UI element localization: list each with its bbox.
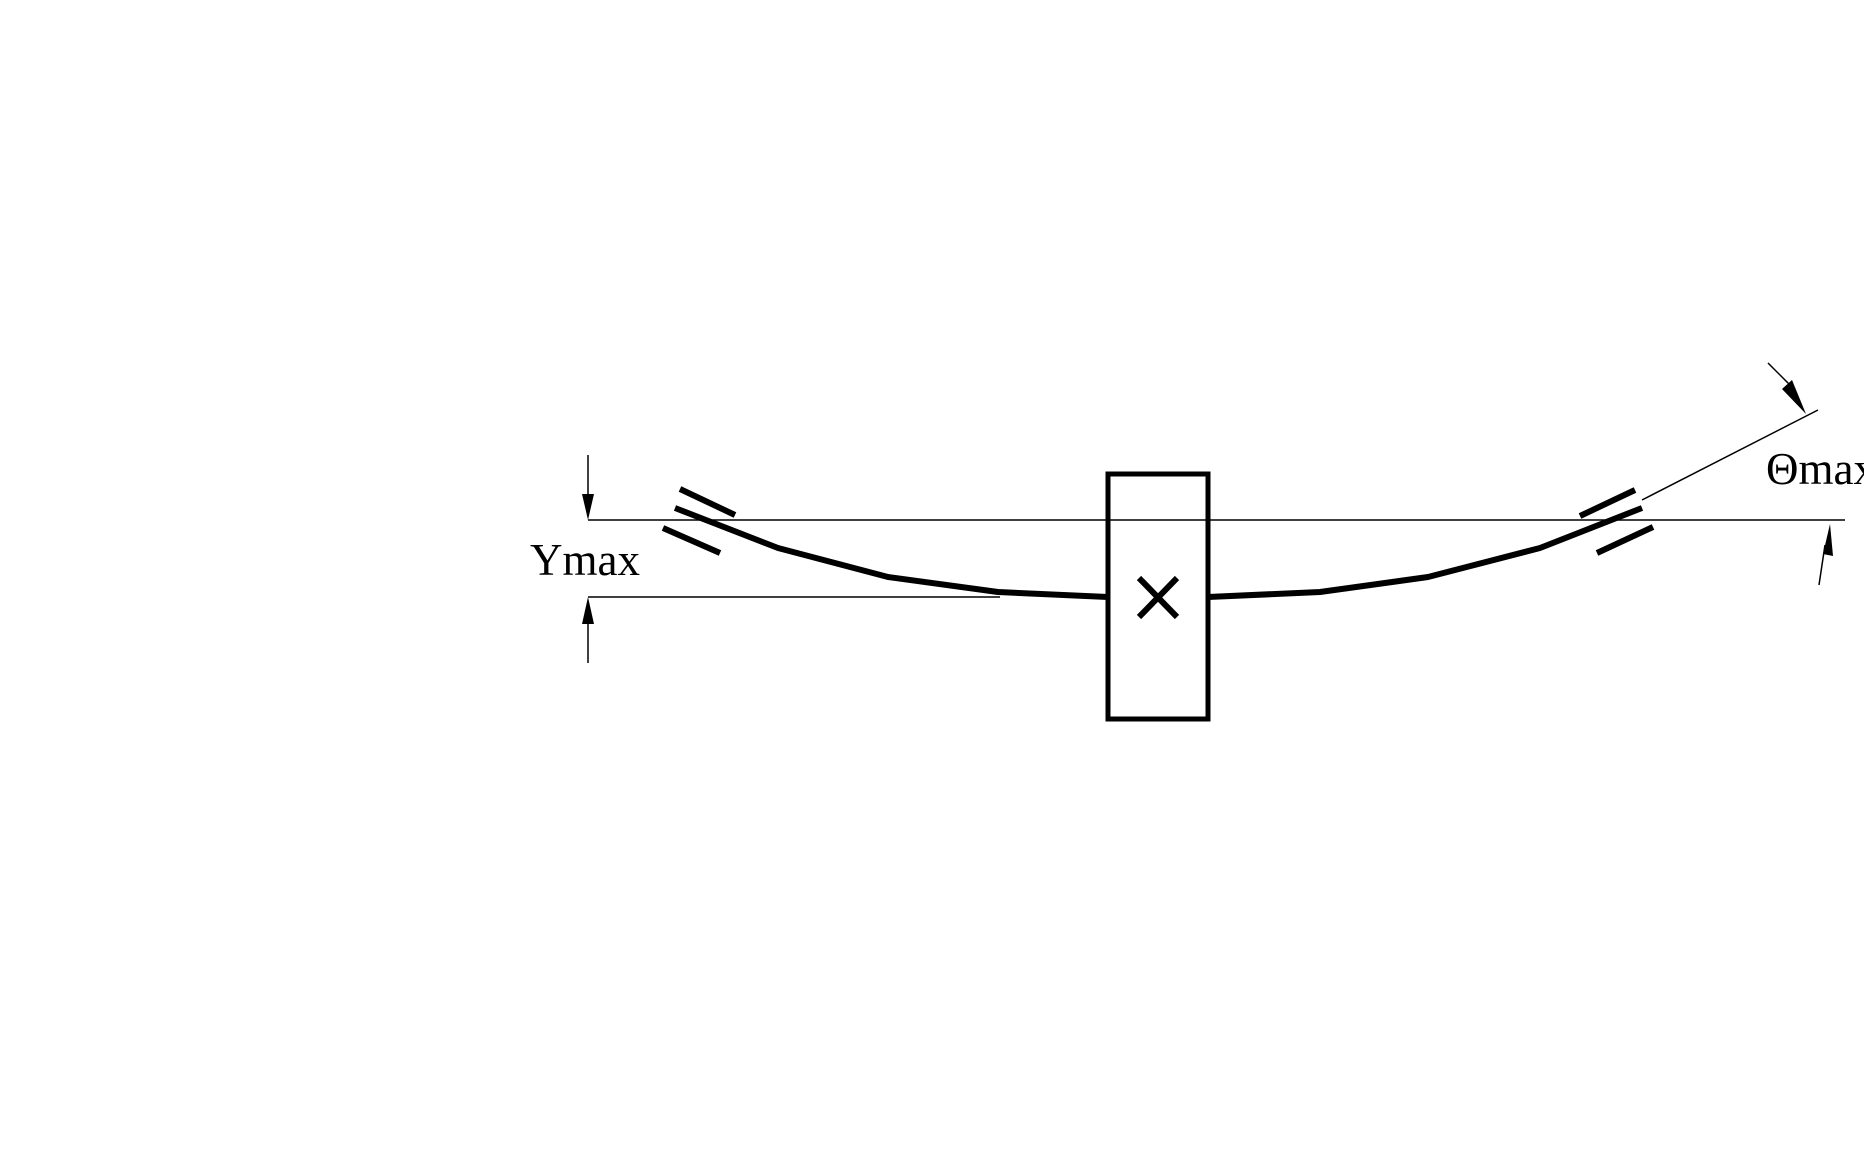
theta-lower-arrow — [1818, 524, 1833, 586]
ymax-upper-arrow — [582, 455, 594, 520]
slope-tangent-line — [1641, 409, 1819, 501]
right-bearing-symbol — [1578, 487, 1655, 556]
ymax-label: Ymax — [530, 535, 640, 585]
theta-max-label: Θmax — [1766, 444, 1864, 494]
theta-upper-arrow — [1767, 362, 1806, 414]
deflected-shaft-right — [1207, 505, 1644, 600]
deflected-shaft-left — [673, 505, 1109, 600]
left-bearing-symbol — [661, 486, 737, 556]
center-gear-box — [1105, 471, 1211, 722]
ymax-lower-arrow — [582, 597, 594, 663]
cross-mark-icon — [1136, 575, 1180, 620]
